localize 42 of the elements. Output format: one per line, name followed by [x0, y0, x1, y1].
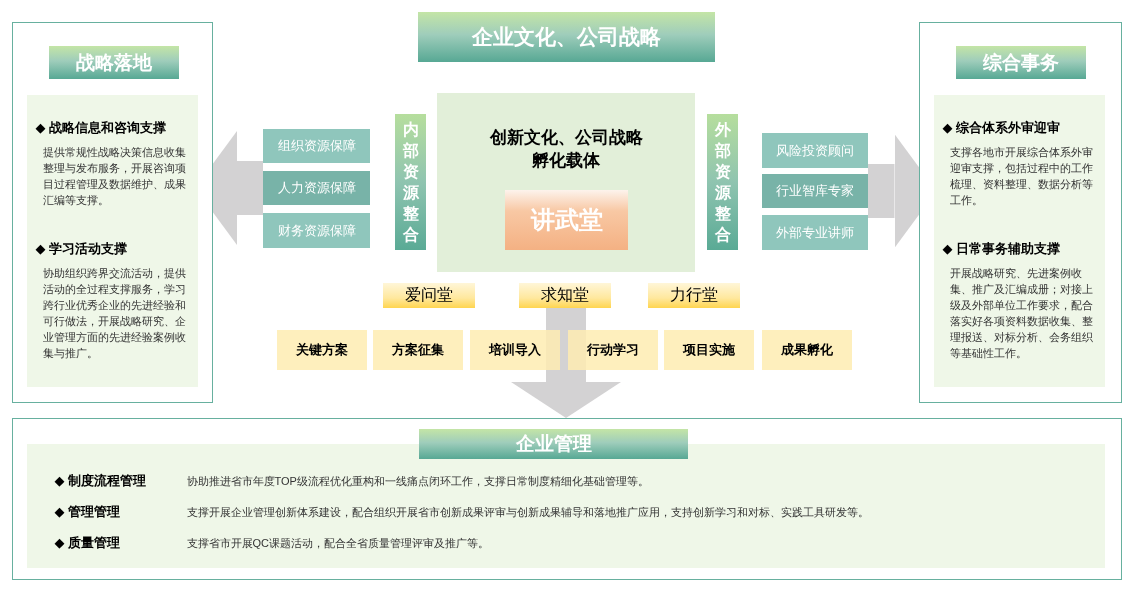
- section-panel: [12, 418, 1122, 580]
- resource-box: 外部专业讲师: [762, 215, 868, 250]
- item-description: 支撑各地市开展综合体系外审迎审支撑，包括过程中的工作梳理、资料整理、数据分析等工作。: [948, 144, 1094, 208]
- hall-tab: 爱问堂: [383, 283, 475, 308]
- item-description: 支撑开展企业管理创新体系建设，配合组织开展省市创新成果评审与创新成果辅导和落地推广应用，支持创新学习和对标、实践工具研发等。: [186, 504, 869, 520]
- item-description: 支撑省市开展QC课题活动，配合全省质量管理评审及推广等。: [186, 535, 489, 551]
- item-heading: ◆ 学习活动支撑: [35, 239, 129, 258]
- item-heading: ◆ 综合体系外审迎审: [942, 118, 1062, 137]
- hall-tab: 求知堂: [519, 283, 611, 308]
- activity-box: 关键方案: [277, 330, 367, 370]
- section-heading: 企业管理: [419, 429, 688, 459]
- vertical-banner: 外部资源整合: [707, 114, 738, 250]
- resource-box: 人力资源保障: [263, 171, 370, 205]
- item-description: 开展战略研究、先进案例收集、推广及汇编成册；对接上级及外部单位工作要求，配合落实好各项资料数据收集、整理报送、对标分析、会务组织等基础性工作。: [948, 265, 1094, 361]
- section-heading: 综合事务: [956, 46, 1086, 79]
- box-title: 创新文化、公司战略孵化载体: [488, 127, 644, 172]
- item-heading: ◆ 管理管理: [53, 503, 121, 521]
- resource-box: 行业智库专家: [762, 174, 868, 208]
- item-heading: ◆ 战略信息和咨询支撑: [35, 118, 168, 137]
- activity-box: 行动学习: [568, 330, 658, 370]
- item-heading: ◆ 日常事务辅助支撑: [942, 239, 1062, 258]
- resource-box: 组织资源保障: [263, 129, 370, 163]
- hall-tab: 力行堂: [648, 283, 740, 308]
- title-banner: 企业文化、公司战略: [418, 12, 715, 62]
- item-heading: ◆ 制度流程管理: [53, 472, 147, 490]
- platform-box: [437, 93, 695, 272]
- activity-box: 项目实施: [664, 330, 754, 370]
- resource-box: 财务资源保障: [263, 213, 370, 248]
- item-heading: ◆ 质量管理: [53, 534, 121, 552]
- section-panel: [12, 22, 213, 403]
- block-arrow: [511, 308, 621, 418]
- section-heading: 战略落地: [49, 46, 179, 79]
- activity-box: 培训导入: [470, 330, 560, 370]
- section-panel: [919, 22, 1122, 403]
- item-description: 协助组织跨界交流活动，提供活动的全过程支撑服务，学习跨行业优秀企业的先进经验和可行做法，开展战略研究、企业管理方面的先进经验案例收集与推广。: [41, 265, 187, 361]
- activity-box: 方案征集: [373, 330, 463, 370]
- activity-box: 成果孵化: [762, 330, 852, 370]
- item-description: 协助推进省市年度TOP级流程优化重构和一线痛点闭环工作，支撑日常制度精细化基础管理等。: [186, 473, 649, 489]
- highlight-box: 讲武堂: [505, 190, 628, 250]
- item-description: 提供常规性战略决策信息收集整理与发布服务，开展咨询项目过程管理及数据维护、成果汇编等支撑。: [41, 144, 187, 208]
- resource-box: 风险投资顾问: [762, 133, 868, 168]
- vertical-banner: 内部资源整合: [395, 114, 426, 250]
